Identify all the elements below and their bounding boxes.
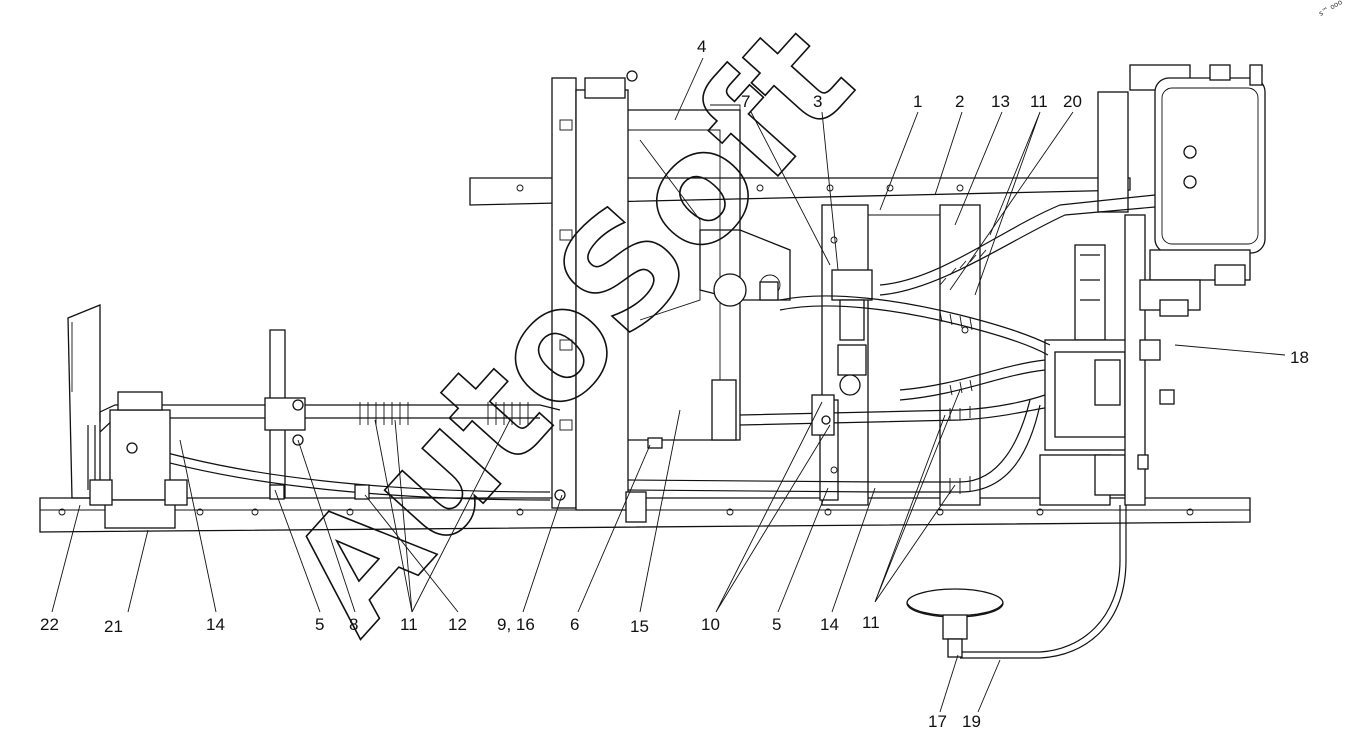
fittings (647, 281, 1189, 470)
callout-labels: 4 7 3 1 2 13 11 20 18 22 21 14 5 8 11 12… (40, 37, 1309, 731)
gauge (906, 588, 1004, 658)
callout-5-mid: 5 (772, 615, 781, 634)
callout-11-bottom: 11 (862, 613, 880, 632)
reservoir-tank (1097, 64, 1266, 311)
callout-20: 20 (1063, 92, 1082, 111)
callout-11-top: 11 (1030, 92, 1048, 111)
callout-13: 13 (991, 92, 1010, 111)
leader-lines (51, 57, 1286, 713)
callout-14-mid: 14 (820, 615, 839, 634)
callout-15: 15 (630, 617, 649, 636)
pump-filter-assembly (1039, 214, 1146, 506)
callout-5-left: 5 (315, 615, 324, 634)
callout-6: 6 (570, 615, 579, 634)
callout-12: 12 (448, 615, 467, 634)
callout-18: 18 (1290, 348, 1309, 367)
callout-17: 17 (928, 712, 947, 731)
callout-19: 19 (962, 712, 981, 731)
callout-21: 21 (104, 617, 123, 636)
callout-2: 2 (955, 92, 964, 111)
hoses (87, 194, 1156, 659)
callout-7: 7 (741, 92, 750, 111)
callout-4: 4 (697, 37, 706, 56)
radiator-assembly (551, 70, 791, 523)
hose-clamps (264, 394, 835, 500)
corner-mark: s™ ooo (1317, 0, 1343, 18)
callout-1: 1 (913, 92, 922, 111)
callout-14-left: 14 (206, 615, 225, 634)
valve-assembly (831, 269, 873, 396)
callout-10: 10 (701, 615, 720, 634)
callout-22: 22 (40, 615, 59, 634)
callout-3: 3 (813, 92, 822, 111)
left-bracket (67, 304, 286, 499)
callout-9-16: 9, 16 (497, 615, 535, 634)
left-valve-block (89, 391, 188, 529)
callout-11-left: 11 (400, 615, 418, 634)
callout-8: 8 (349, 615, 358, 634)
